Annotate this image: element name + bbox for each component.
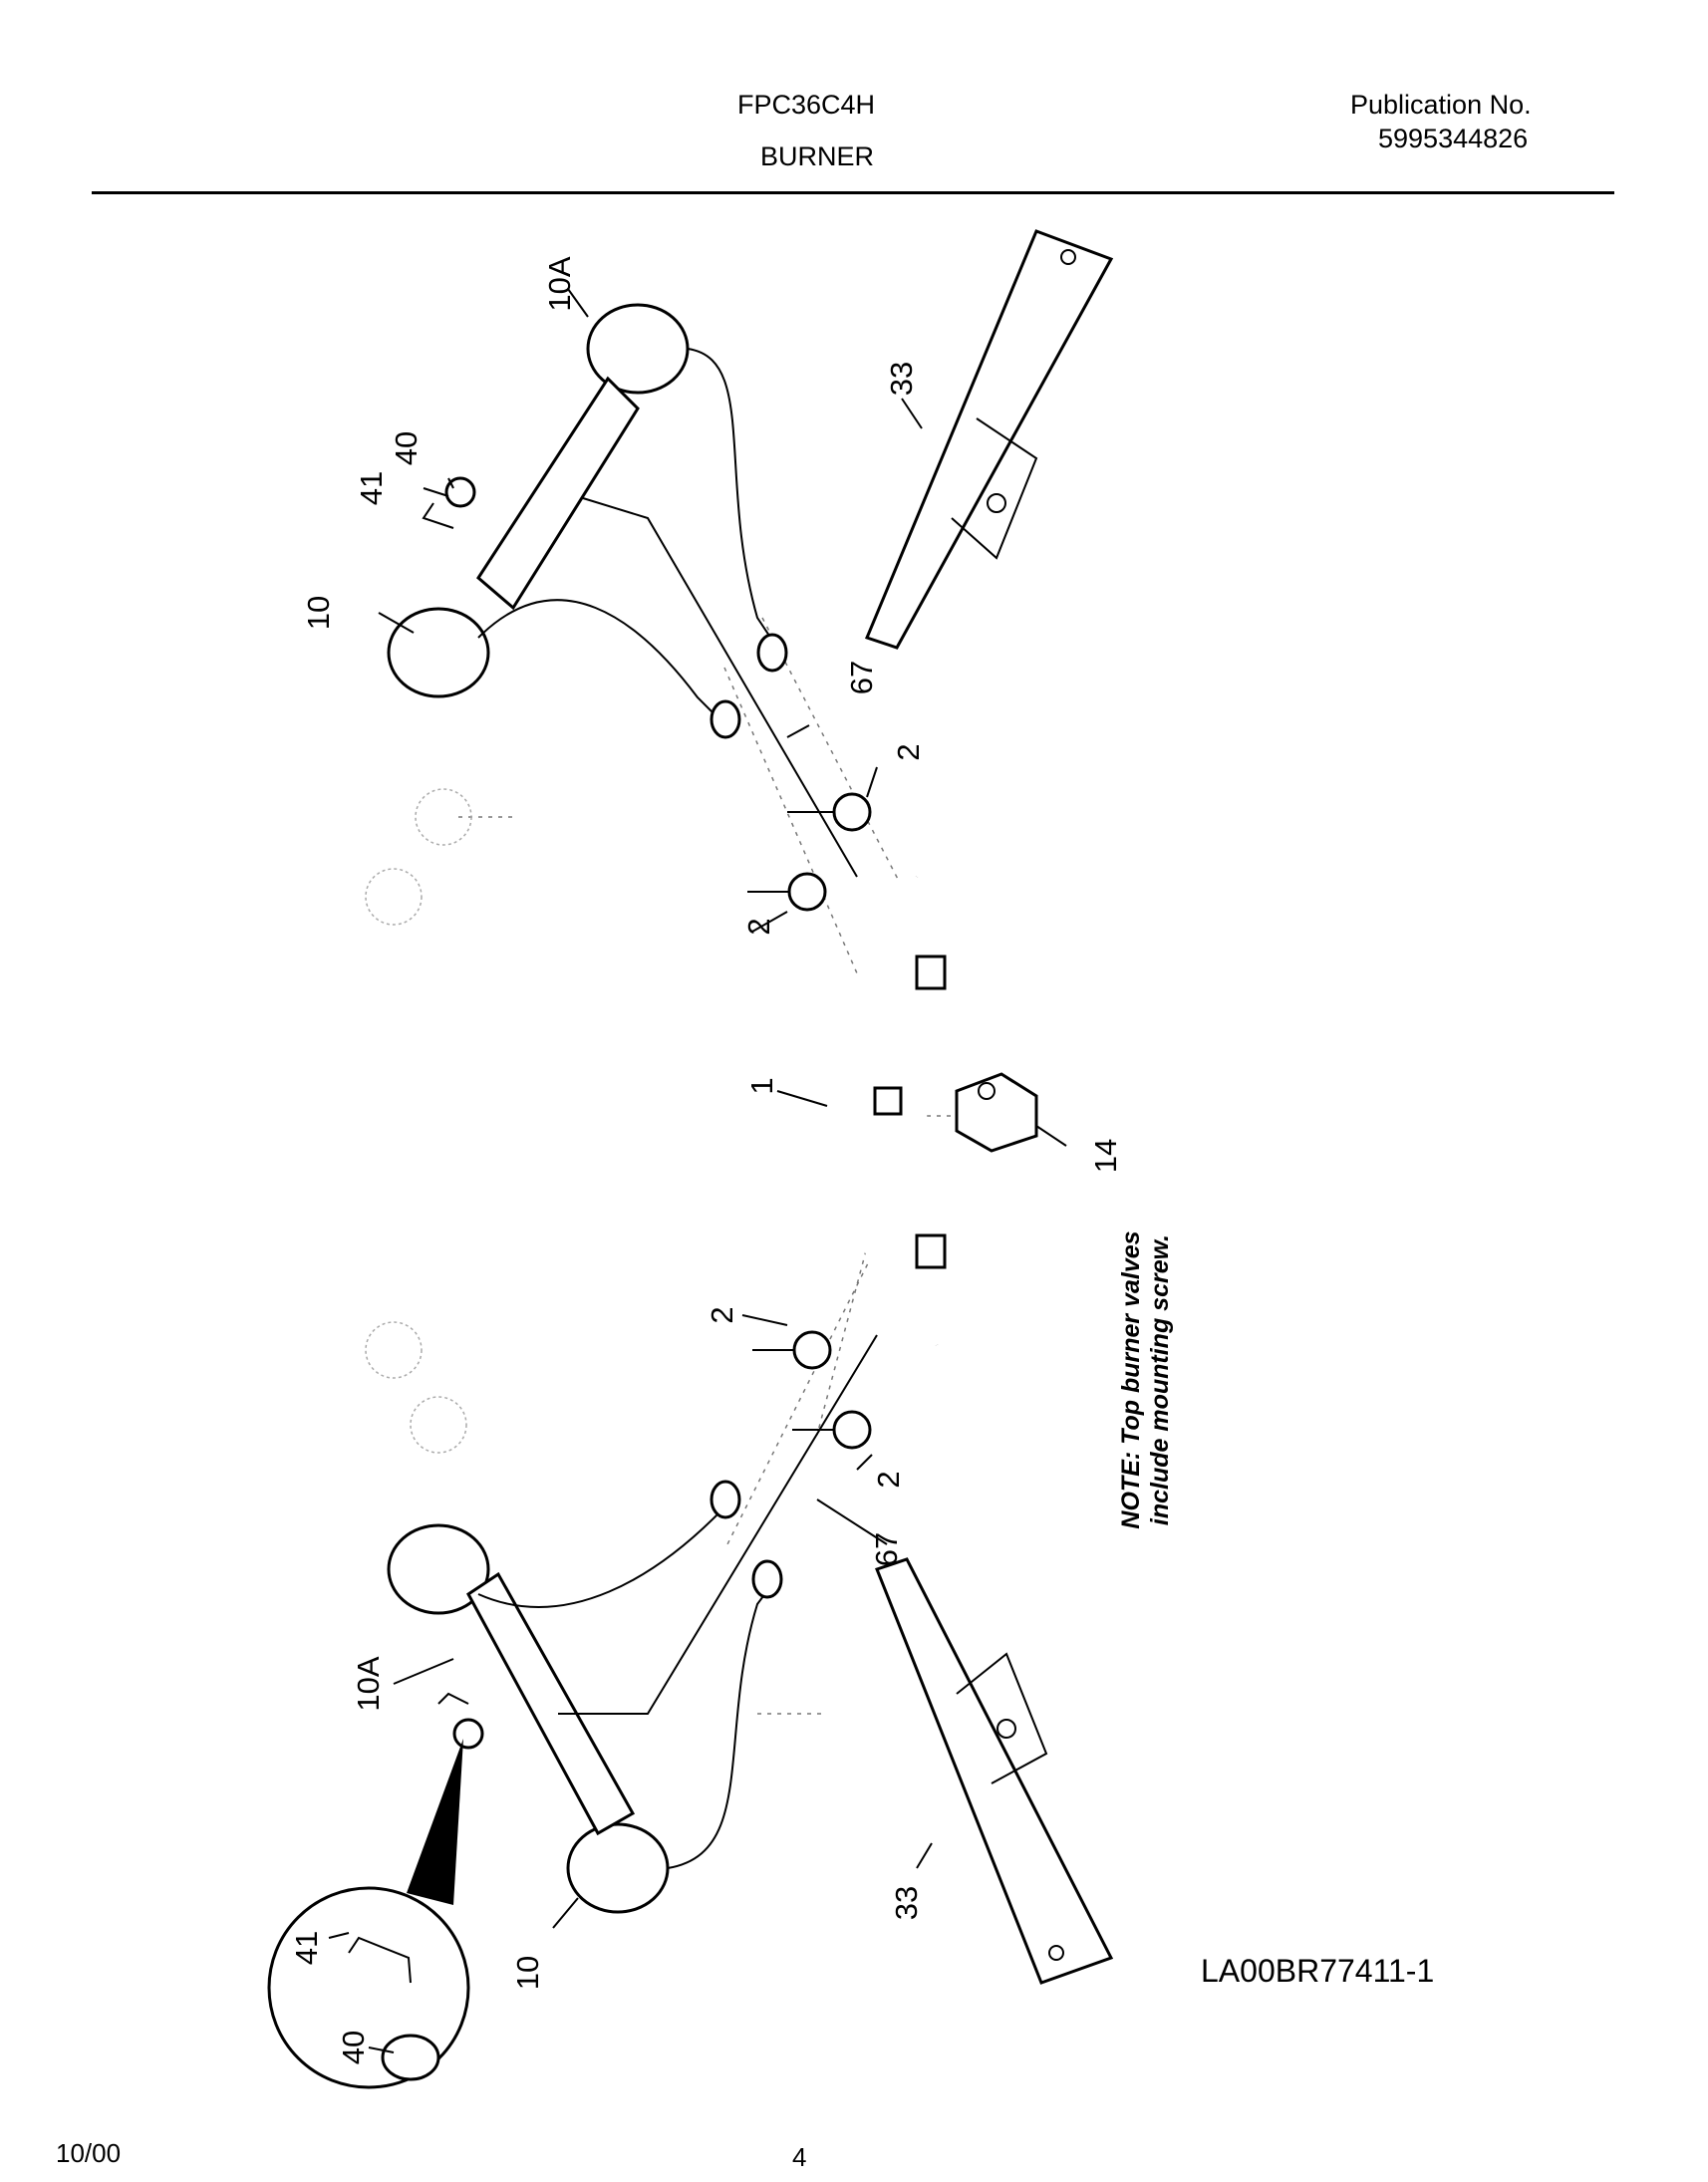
note-line-1: NOTE: Top burner valves — [1117, 1230, 1145, 1529]
drawing-id: LA00BR77411-1 — [1201, 1953, 1435, 1989]
callout-41-top: 41 — [354, 471, 389, 505]
header-rule — [92, 191, 1614, 194]
callout-40-detail: 40 — [336, 2031, 371, 2064]
callout-1: 1 — [744, 1077, 779, 1094]
callout-10a-top: 10A — [542, 256, 577, 311]
footer-date: 10/00 — [56, 2138, 122, 2168]
ghost-knobs — [365, 788, 472, 1454]
publication-label: Publication No. — [1350, 90, 1532, 120]
callout-40-top: 40 — [389, 431, 424, 465]
callout-10-top: 10 — [301, 596, 336, 630]
page-number: 4 — [792, 2142, 807, 2172]
rear-burner-assembly — [387, 303, 858, 878]
callout-41-detail: 41 — [289, 1931, 324, 1965]
callout-33-bottom: 33 — [889, 1886, 924, 1920]
burner-pan-top — [864, 229, 1114, 650]
detail-magnifier — [267, 1739, 470, 2089]
note-line-2: include mounting screw. — [1146, 1233, 1174, 1526]
callout-2-upper-2: 2 — [741, 918, 776, 935]
publication-number: 5995344826 — [1378, 124, 1529, 153]
callout-10-bottom: 10 — [510, 1956, 545, 1990]
burner-pan-bottom — [875, 1557, 1114, 1985]
burner-valves — [747, 792, 872, 1450]
callout-2-lower-1: 2 — [705, 1306, 739, 1323]
regulator — [955, 1072, 1038, 1153]
callout-67-top: 67 — [844, 661, 879, 694]
manifold-pipe — [821, 870, 950, 1353]
callout-14: 14 — [1088, 1139, 1123, 1173]
note-text: NOTE: Top burner valves include mounting… — [1117, 1230, 1175, 1528]
callout-33-top: 33 — [884, 362, 919, 396]
callout-labels: 10A 10 41 40 33 67 2 2 1 14 2 2 67 10A 3… — [289, 256, 1123, 2064]
front-burner-assembly — [387, 1334, 878, 1914]
callout-10a-bottom: 10A — [351, 1656, 386, 1711]
callout-67-bottom: 67 — [869, 1532, 904, 1566]
callout-2-lower-2: 2 — [871, 1471, 906, 1488]
leader-lines — [328, 288, 1067, 2053]
model-number: FPC36C4H — [737, 90, 876, 120]
callout-2-upper-1: 2 — [891, 743, 926, 760]
section-title: BURNER — [760, 141, 875, 171]
